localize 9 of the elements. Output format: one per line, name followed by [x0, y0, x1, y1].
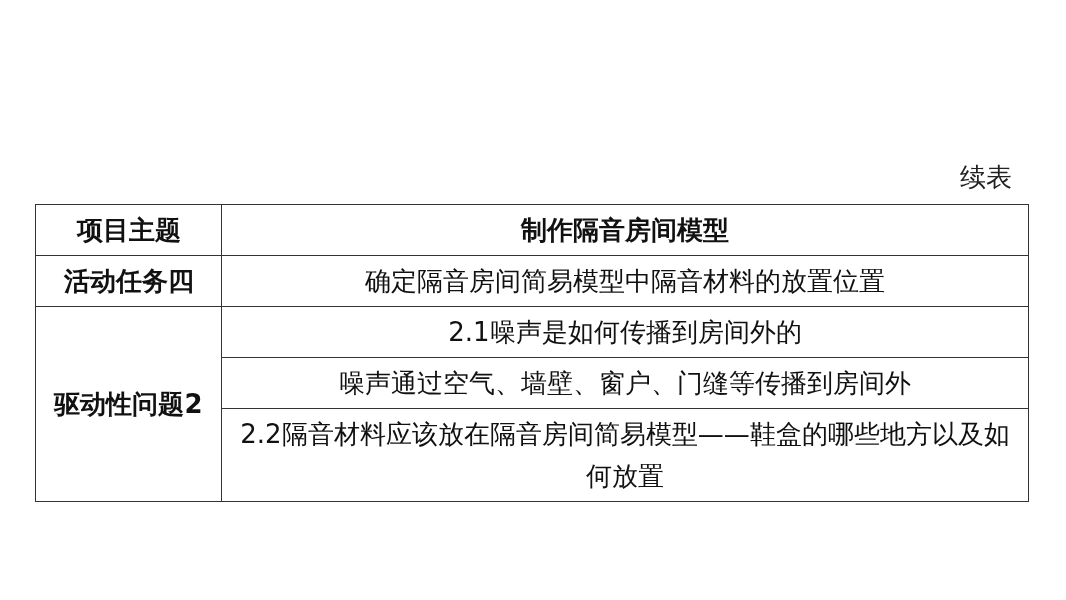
table-cell: 噪声通过空气、墙壁、窗户、门缝等传播到房间外 — [221, 357, 1029, 409]
header-cell: 项目主题 — [35, 204, 222, 256]
table-cell: 2.2隔音材料应该放在隔音房间简易模型——鞋盒的哪些地方以及如何放置 — [221, 408, 1029, 502]
table-note: 续表 — [960, 161, 1012, 194]
header-cell: 驱动性问题2 — [35, 306, 222, 502]
header-cell: 制作隔音房间模型 — [221, 204, 1029, 256]
table-cell: 确定隔音房间简易模型中隔音材料的放置位置 — [221, 255, 1029, 307]
header-cell: 活动任务四 — [35, 255, 222, 307]
table-cell: 2.1噪声是如何传播到房间外的 — [221, 306, 1029, 358]
